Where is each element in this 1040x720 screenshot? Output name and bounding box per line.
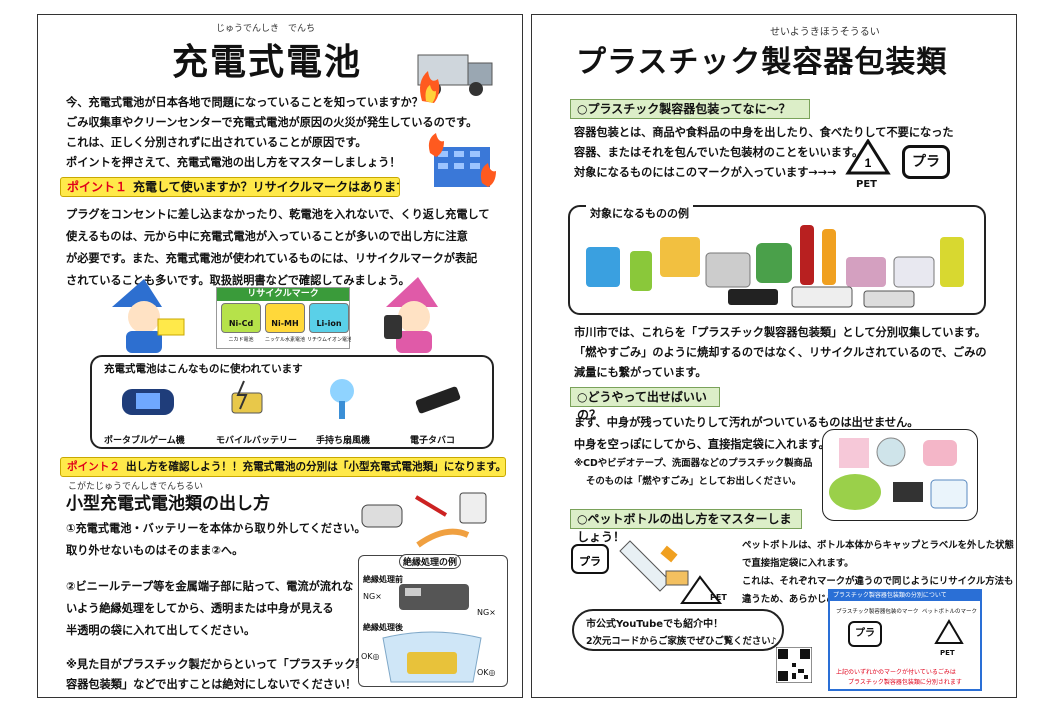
pet-label-top: PET — [856, 179, 877, 190]
point1-text: 充電して使いますか？リサイクルマークはありますか？ — [133, 180, 399, 194]
recycle-tile-li-ion: Li-ion — [309, 303, 349, 333]
ng-label-left: NG× — [363, 592, 382, 601]
q2-band: ○どうやって出せばいいの？ — [570, 387, 720, 422]
point2-band: ポイント２ 出し方を確認しよう！！充電式電池の分別は「小型充電式電池類」になります… — [60, 457, 506, 477]
qr-code-icon[interactable] — [776, 647, 812, 683]
point1-label: ポイント１ — [67, 180, 128, 194]
recycle-tile-ni-mh: Ni-MH — [265, 303, 305, 333]
building-fire-icon — [428, 133, 496, 187]
garbage-truck-fire-icon — [417, 54, 493, 103]
infobox-header: プラスチック製容器包装類の分別について — [830, 591, 980, 601]
ok-label-left: OK◎ — [361, 652, 380, 661]
usage-item-fan: 手持ち扇風機 — [316, 436, 371, 446]
usage-title: 充電式電池はこんなものに使われています — [104, 363, 303, 375]
wizard-girl-illustration — [384, 277, 438, 353]
infobox-footer1: 上記のいずれかのマークが付いているごみは — [836, 669, 956, 676]
e-cigarette-icon — [415, 386, 461, 414]
device-disassembly-icon — [361, 492, 487, 548]
title-ruby: じゅうでんしき でんち — [216, 24, 316, 34]
recycle-name: ニッケル水素電池 — [264, 337, 305, 343]
recycle-tile-ni-cd: Ni-Cd — [221, 303, 261, 333]
pet-recycle-icon: 1 — [845, 139, 891, 175]
pla-text-small: プラ — [579, 554, 601, 568]
insulation-after-label: 絶縁処理後 — [363, 623, 403, 632]
point2-label: ポイント２ — [67, 461, 120, 473]
handheld-fan-icon — [330, 379, 354, 419]
mobile-battery-icon — [231, 380, 263, 414]
youtube-line1: 市公式YouTubeでも紹介中！ — [586, 619, 724, 630]
point1-band: ポイント１ 充電して使いますか？リサイクルマークはありますか？ — [60, 177, 400, 197]
infobox-col2: ペットボトルのマーク — [922, 609, 978, 615]
classification-info-box: プラスチック製容器包装類の分別について プラスチック製容器包装のマーク ペットボ… — [828, 589, 982, 691]
portable-game-icon — [122, 389, 174, 415]
infobox-footer2: プラスチック製容器包装類に分別されます — [848, 679, 962, 686]
plastic-flyer-page: せいようきほうそうるい プラスチック製容器包装類 ○プラスチック製容器包装ってな… — [531, 14, 1017, 698]
recycle-mark-title: リサイクルマーク — [217, 288, 349, 301]
page-title-right: プラスチック製容器包装類 — [576, 45, 948, 80]
examples-box: 対象になるものの例 — [568, 205, 986, 315]
title-ruby-right: せいようきほうそうるい — [770, 27, 880, 38]
uninsulated-battery-icon — [399, 584, 469, 610]
youtube-line2: 2次元コードからご家族でぜひご覧ください♪ — [586, 636, 777, 647]
battery-flyer-page: じゅうでんしき でんち 充電式電池 今、充電式電池が日本各地で問題になっているこ… — [37, 14, 523, 698]
recycle-name: ニカド電池 — [228, 337, 254, 343]
pet-label-bottle: PET — [710, 593, 727, 602]
ok-label-right: OK◎ — [477, 668, 496, 677]
heading2-ruby: こがたじゅうでんしきでんちるい — [68, 482, 204, 492]
insulation-before-label: 絶縁処理前 — [363, 575, 403, 584]
infobox-col1: プラスチック製容器包装のマーク — [836, 609, 919, 615]
youtube-callout: 市公式YouTubeでも紹介中！ 2次元コードからご家族でぜひご覧ください♪ — [572, 609, 784, 651]
page-title: 充電式電池 — [172, 42, 363, 83]
point2-text: 出し方を確認しよう！！充電式電池の分別は「小型充電式電池類」になります。 — [125, 461, 506, 473]
svg-text:1: 1 — [865, 156, 872, 170]
insulation-example-box: 絶縁処理の例 絶縁処理前 NG× NG× 絶縁処理後 OK◎ OK◎ — [358, 554, 508, 687]
pet-bottle-separation-icon: プラ — [571, 540, 723, 604]
pla-mark-icon: プラ — [902, 145, 950, 179]
recycle-code: Ni-Cd — [228, 319, 254, 328]
wizard-boy-illustration — [112, 279, 185, 353]
q3-band: ○ペットボトルの出し方をマスターしましょう！ — [570, 509, 802, 544]
recycle-code: Li-ion — [316, 319, 342, 328]
infobox-pla-icon: プラ — [848, 621, 882, 647]
usage-item-ecig: 電子タバコ — [410, 436, 456, 446]
usage-box: 充電式電池はこんなものに使われています ポータブルゲーム機 モバイルバッテリー … — [90, 355, 494, 449]
insulated-battery-bag-icon — [382, 631, 482, 683]
usage-item-battery: モバイルバッテリー — [216, 436, 298, 446]
infobox-pet-icon — [934, 619, 964, 644]
plastic-packaging-examples-icon — [586, 225, 964, 308]
usage-item-game: ポータブルゲーム機 — [104, 436, 185, 446]
examples-title: 対象になるものの例 — [586, 205, 693, 221]
recycle-name: リチウムイオン電池 — [307, 337, 351, 343]
recycle-mark-box: リサイクルマーク Ni-Cd ニカド電池 Ni-MH ニッケル水素電池 Li-ion リチ… — [216, 287, 351, 349]
ng-label-right: NG× — [477, 608, 496, 617]
cd-tape-basin-icon — [829, 437, 968, 510]
q1-band: ○プラスチック製容器包装ってなに～？ — [570, 99, 810, 119]
non-eligible-items-box — [822, 429, 978, 521]
section-heading: 小型充電式電池類の出し方 — [66, 494, 270, 514]
recycle-code: Ni-MH — [271, 319, 299, 328]
infobox-pet-label: PET — [940, 649, 955, 657]
insulation-title: 絶縁処理の例 — [399, 554, 462, 569]
